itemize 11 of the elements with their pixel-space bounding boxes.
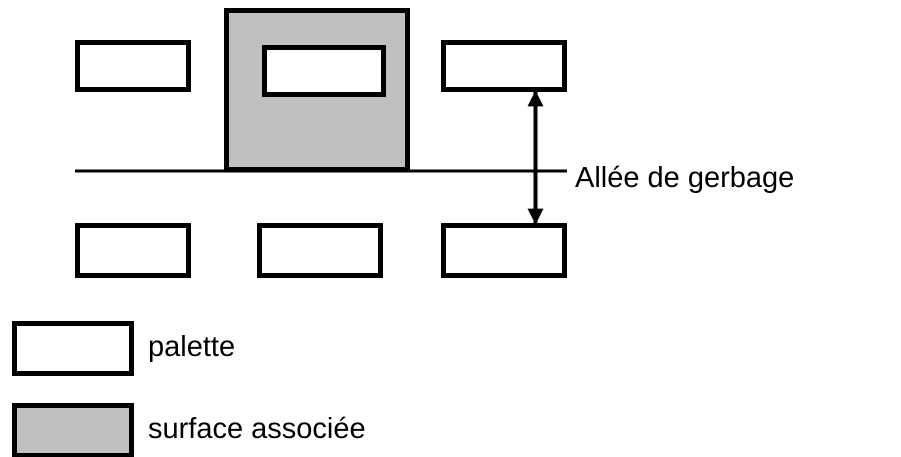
- double-arrow: [528, 90, 544, 225]
- legend-label: palette: [148, 331, 236, 364]
- pallet-rectangle: [262, 45, 386, 97]
- pallet-rectangle: [441, 40, 567, 92]
- pallet-rectangle: [75, 40, 191, 92]
- aisle-label: Allée de gerbage: [575, 162, 794, 195]
- pallet-rectangle: [75, 223, 191, 278]
- legend-label: surface associée: [148, 413, 366, 446]
- pallet-rectangle: [441, 223, 567, 278]
- associated-surface-area: [224, 8, 410, 172]
- pallet-rectangle: [257, 223, 383, 278]
